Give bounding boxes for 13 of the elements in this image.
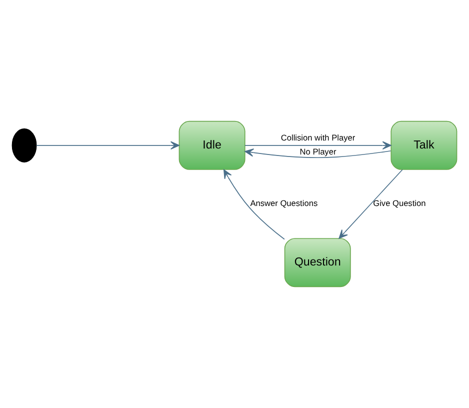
node-box: Talk: [390, 120, 458, 170]
edge-label: Collision with Player: [280, 132, 356, 142]
arrow: [338, 169, 403, 239]
arrow: [244, 141, 392, 150]
node-circle: [12, 128, 37, 162]
edge-label: Answer Questions: [250, 198, 318, 208]
edge-label: Give Question: [373, 198, 426, 208]
arrow: [36, 141, 180, 150]
node-box: Idle: [178, 120, 246, 170]
edge-label: No Player: [300, 146, 336, 157]
arrow: [244, 148, 392, 158]
node-box: Question: [284, 238, 351, 288]
arrow: [224, 169, 285, 240]
